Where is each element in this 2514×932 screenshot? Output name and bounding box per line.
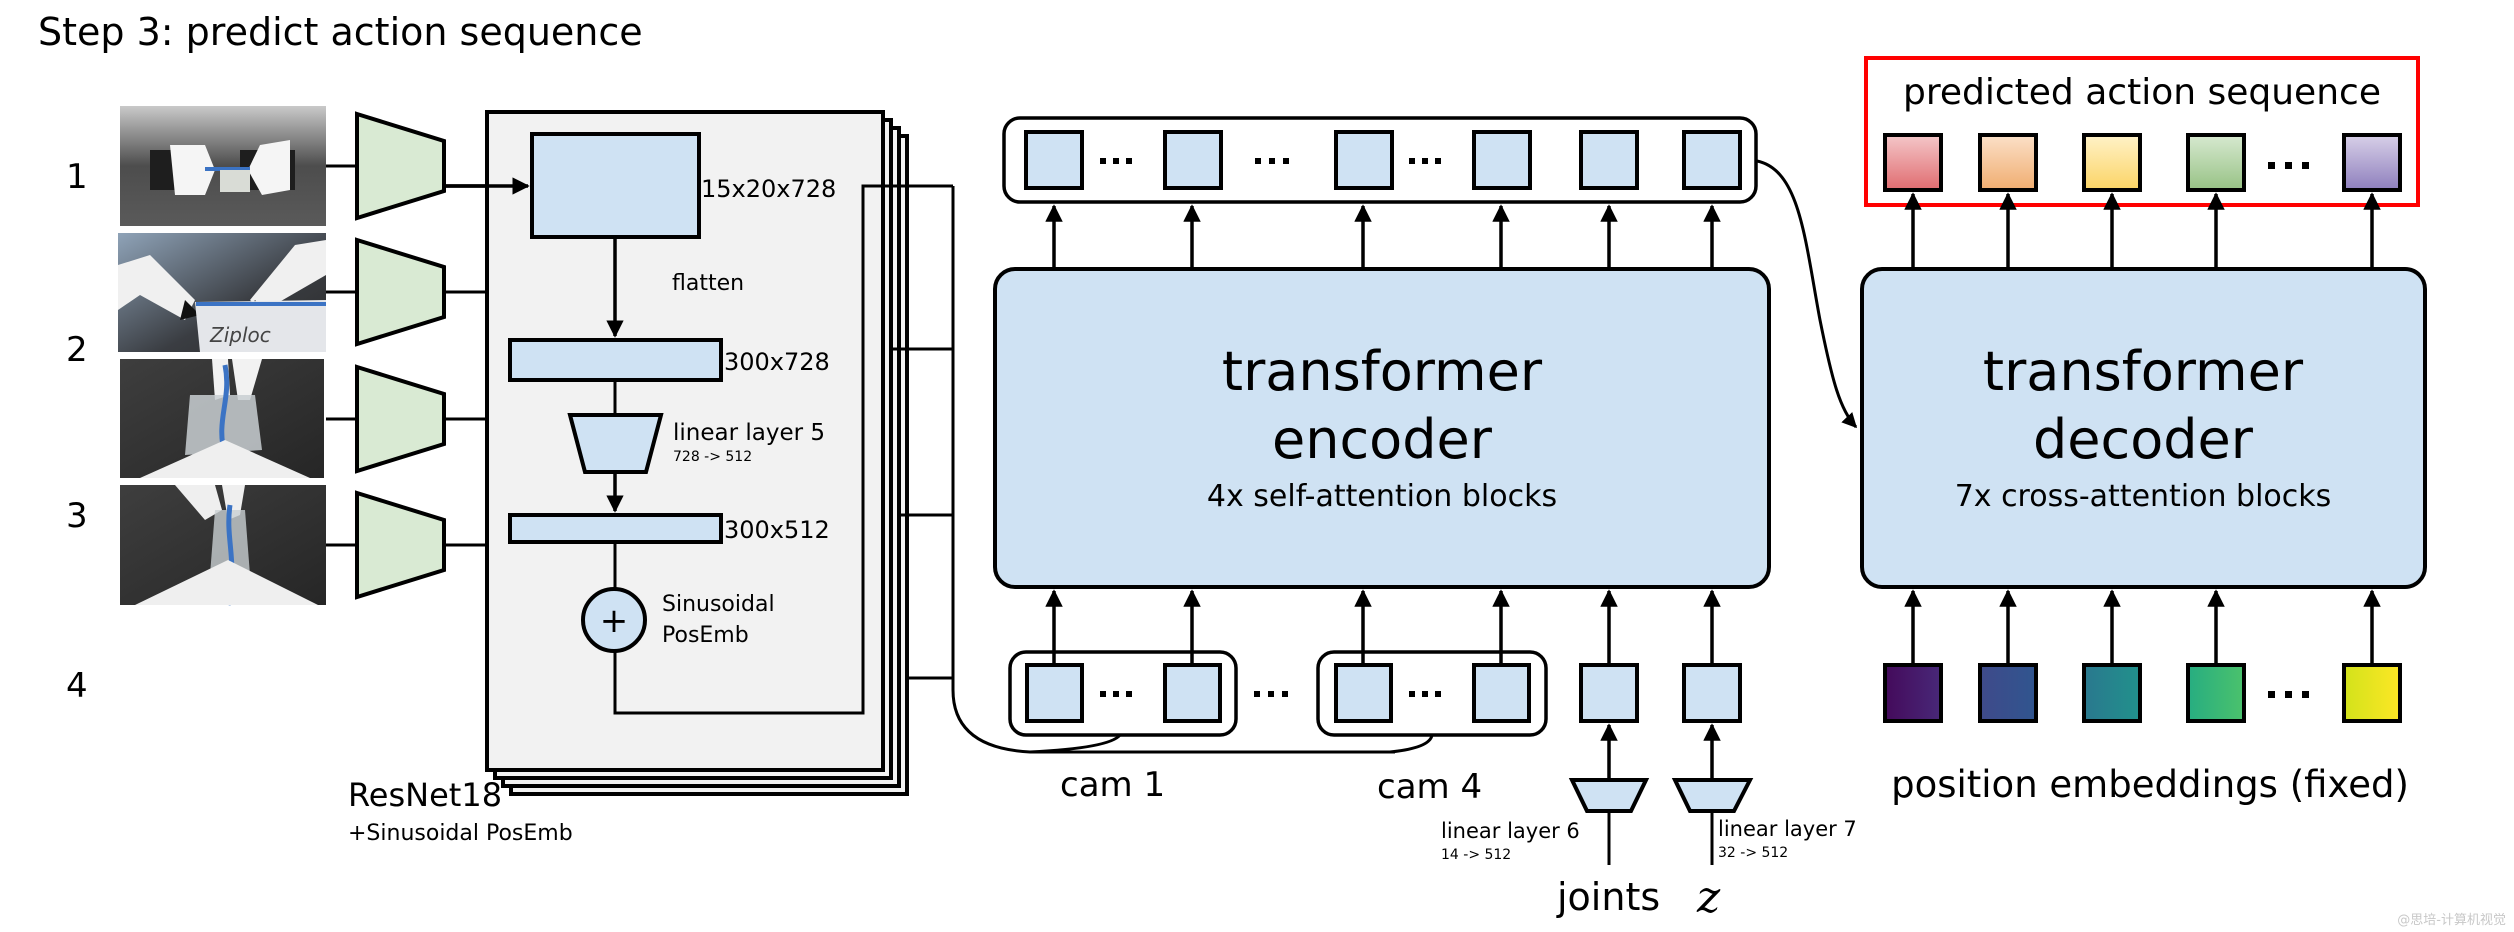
position-embedding-token (1978, 663, 2038, 723)
encoder-inputs: cam 1 cam 4 linear layer 6 14 -> 512 joi… (1008, 589, 1857, 923)
joints-label: joints (1556, 875, 1660, 919)
cam-1-label: cam 1 (1060, 765, 1165, 805)
backbone-trapezoid-2 (355, 237, 446, 347)
encoder-subtitle: 4x self-attention blocks (1207, 479, 1557, 514)
position-embedding-token (1883, 663, 1943, 723)
decoder-subtitle: 7x cross-attention blocks (1955, 479, 2332, 514)
encoder-output-token (1579, 130, 1639, 190)
camera-label-3: 3 (66, 496, 88, 536)
linear-layer-5-label: linear layer 5 (673, 420, 825, 446)
flattened-features-box (508, 338, 723, 382)
linear-layer-5 (567, 413, 664, 474)
camera-image-4 (120, 485, 326, 606)
joints-token (1579, 663, 1639, 723)
encoder-output-token (1024, 130, 1084, 190)
position-embedding-token (2082, 663, 2142, 723)
action-token (2342, 133, 2402, 192)
plus-icon: + (600, 601, 629, 641)
feature-map-label: 15x20x728 (701, 175, 836, 203)
projected-features-label: 300x512 (724, 516, 830, 544)
ellipsis-icon (1100, 158, 1132, 164)
camera-image-2: Ziploc (118, 233, 326, 352)
encoder-output-token (1163, 130, 1223, 190)
backbone-trapezoid-4 (355, 490, 446, 600)
camera-label-1: 1 (66, 157, 88, 197)
position-embedding-token (2186, 663, 2246, 723)
linear-layer-7-label: linear layer 7 (1718, 817, 1857, 841)
linear-layer-6-dims: 14 -> 512 (1441, 847, 1511, 863)
action-highlight-box (1864, 56, 2420, 207)
resnet-stack: 15x20x728 flatten 300x728 linear layer 5… (444, 110, 953, 796)
posemb-label-line2: PosEmb (662, 623, 749, 648)
ziploc-text: Ziploc (209, 323, 271, 347)
linear-layer-7 (1671, 778, 1754, 813)
decoder-title-line1: transformer (1983, 340, 2304, 403)
cam-1-token-last (1163, 663, 1222, 723)
action-token (1978, 133, 2038, 192)
watermark: @思培-计算机视觉 (2397, 912, 2506, 928)
decoder-title-line2: decoder (2033, 408, 2254, 471)
projected-features-box (508, 513, 723, 544)
ellipsis-icon (1100, 691, 1132, 697)
ellipsis-icon (2268, 162, 2309, 169)
cam-4-token-first (1334, 663, 1393, 723)
action-token (2186, 133, 2246, 192)
feature-bus (891, 186, 1434, 754)
action-sequence-label: predicted action sequence (1903, 72, 2381, 113)
ellipsis-icon (1409, 691, 1441, 697)
encoder-output-token (1472, 130, 1532, 190)
memory-arrow (1756, 159, 1858, 429)
z-token (1682, 663, 1742, 723)
z-label: z (1696, 872, 1721, 923)
action-token (2082, 133, 2142, 192)
resnet-sublabel: +Sinusoidal PosEmb (348, 821, 573, 846)
camera-label-4: 4 (66, 666, 88, 706)
camera-label-2: 2 (66, 330, 88, 370)
linear-layer-6 (1568, 778, 1650, 813)
position-embedding-token (2342, 663, 2402, 723)
flattened-features-label: 300x728 (724, 348, 830, 376)
diagram-title: Step 3: predict action sequence (38, 10, 643, 54)
encoder-outputs (1002, 116, 1758, 269)
ellipsis-icon (1255, 158, 1289, 164)
backbone-trapezoid-1 (355, 111, 446, 221)
camera-backbones (326, 111, 530, 600)
cam-1-token-first (1025, 663, 1084, 723)
linear-layer-6-label: linear layer 6 (1441, 819, 1580, 843)
linear-layer-7-dims: 32 -> 512 (1718, 845, 1788, 861)
resnet-label: ResNet18 (348, 776, 502, 814)
camera-inputs: 1 2 Ziploc 3 (66, 106, 326, 706)
position-embeddings: position embeddings (fixed) (1883, 589, 2409, 806)
camera-image-1 (120, 106, 326, 226)
camera-image-3 (120, 359, 324, 478)
backbone-trapezoid-3 (355, 364, 446, 474)
ellipsis-icon (1409, 158, 1441, 164)
cam-4-label: cam 4 (1377, 767, 1482, 807)
ellipsis-icon (1254, 691, 1288, 697)
position-embeddings-label: position embeddings (fixed) (1891, 763, 2409, 806)
predicted-action-sequence: predicted action sequence (1864, 56, 2420, 269)
ellipsis-icon (2268, 691, 2309, 698)
transformer-encoder: transformer encoder 4x self-attention bl… (993, 267, 1771, 589)
action-token (1883, 133, 1943, 192)
encoder-title-line1: transformer (1222, 340, 1543, 403)
encoder-title-line2: encoder (1272, 408, 1493, 471)
feature-map-box (530, 132, 701, 239)
posemb-label-line1: Sinusoidal (662, 592, 775, 617)
encoder-output-token (1334, 130, 1394, 190)
cam-4-token-last (1472, 663, 1531, 723)
transformer-decoder: transformer decoder 7x cross-attention b… (1860, 267, 2427, 589)
encoder-output-token (1682, 130, 1742, 190)
flatten-label: flatten (672, 271, 744, 296)
linear-layer-5-dims: 728 -> 512 (673, 449, 752, 465)
